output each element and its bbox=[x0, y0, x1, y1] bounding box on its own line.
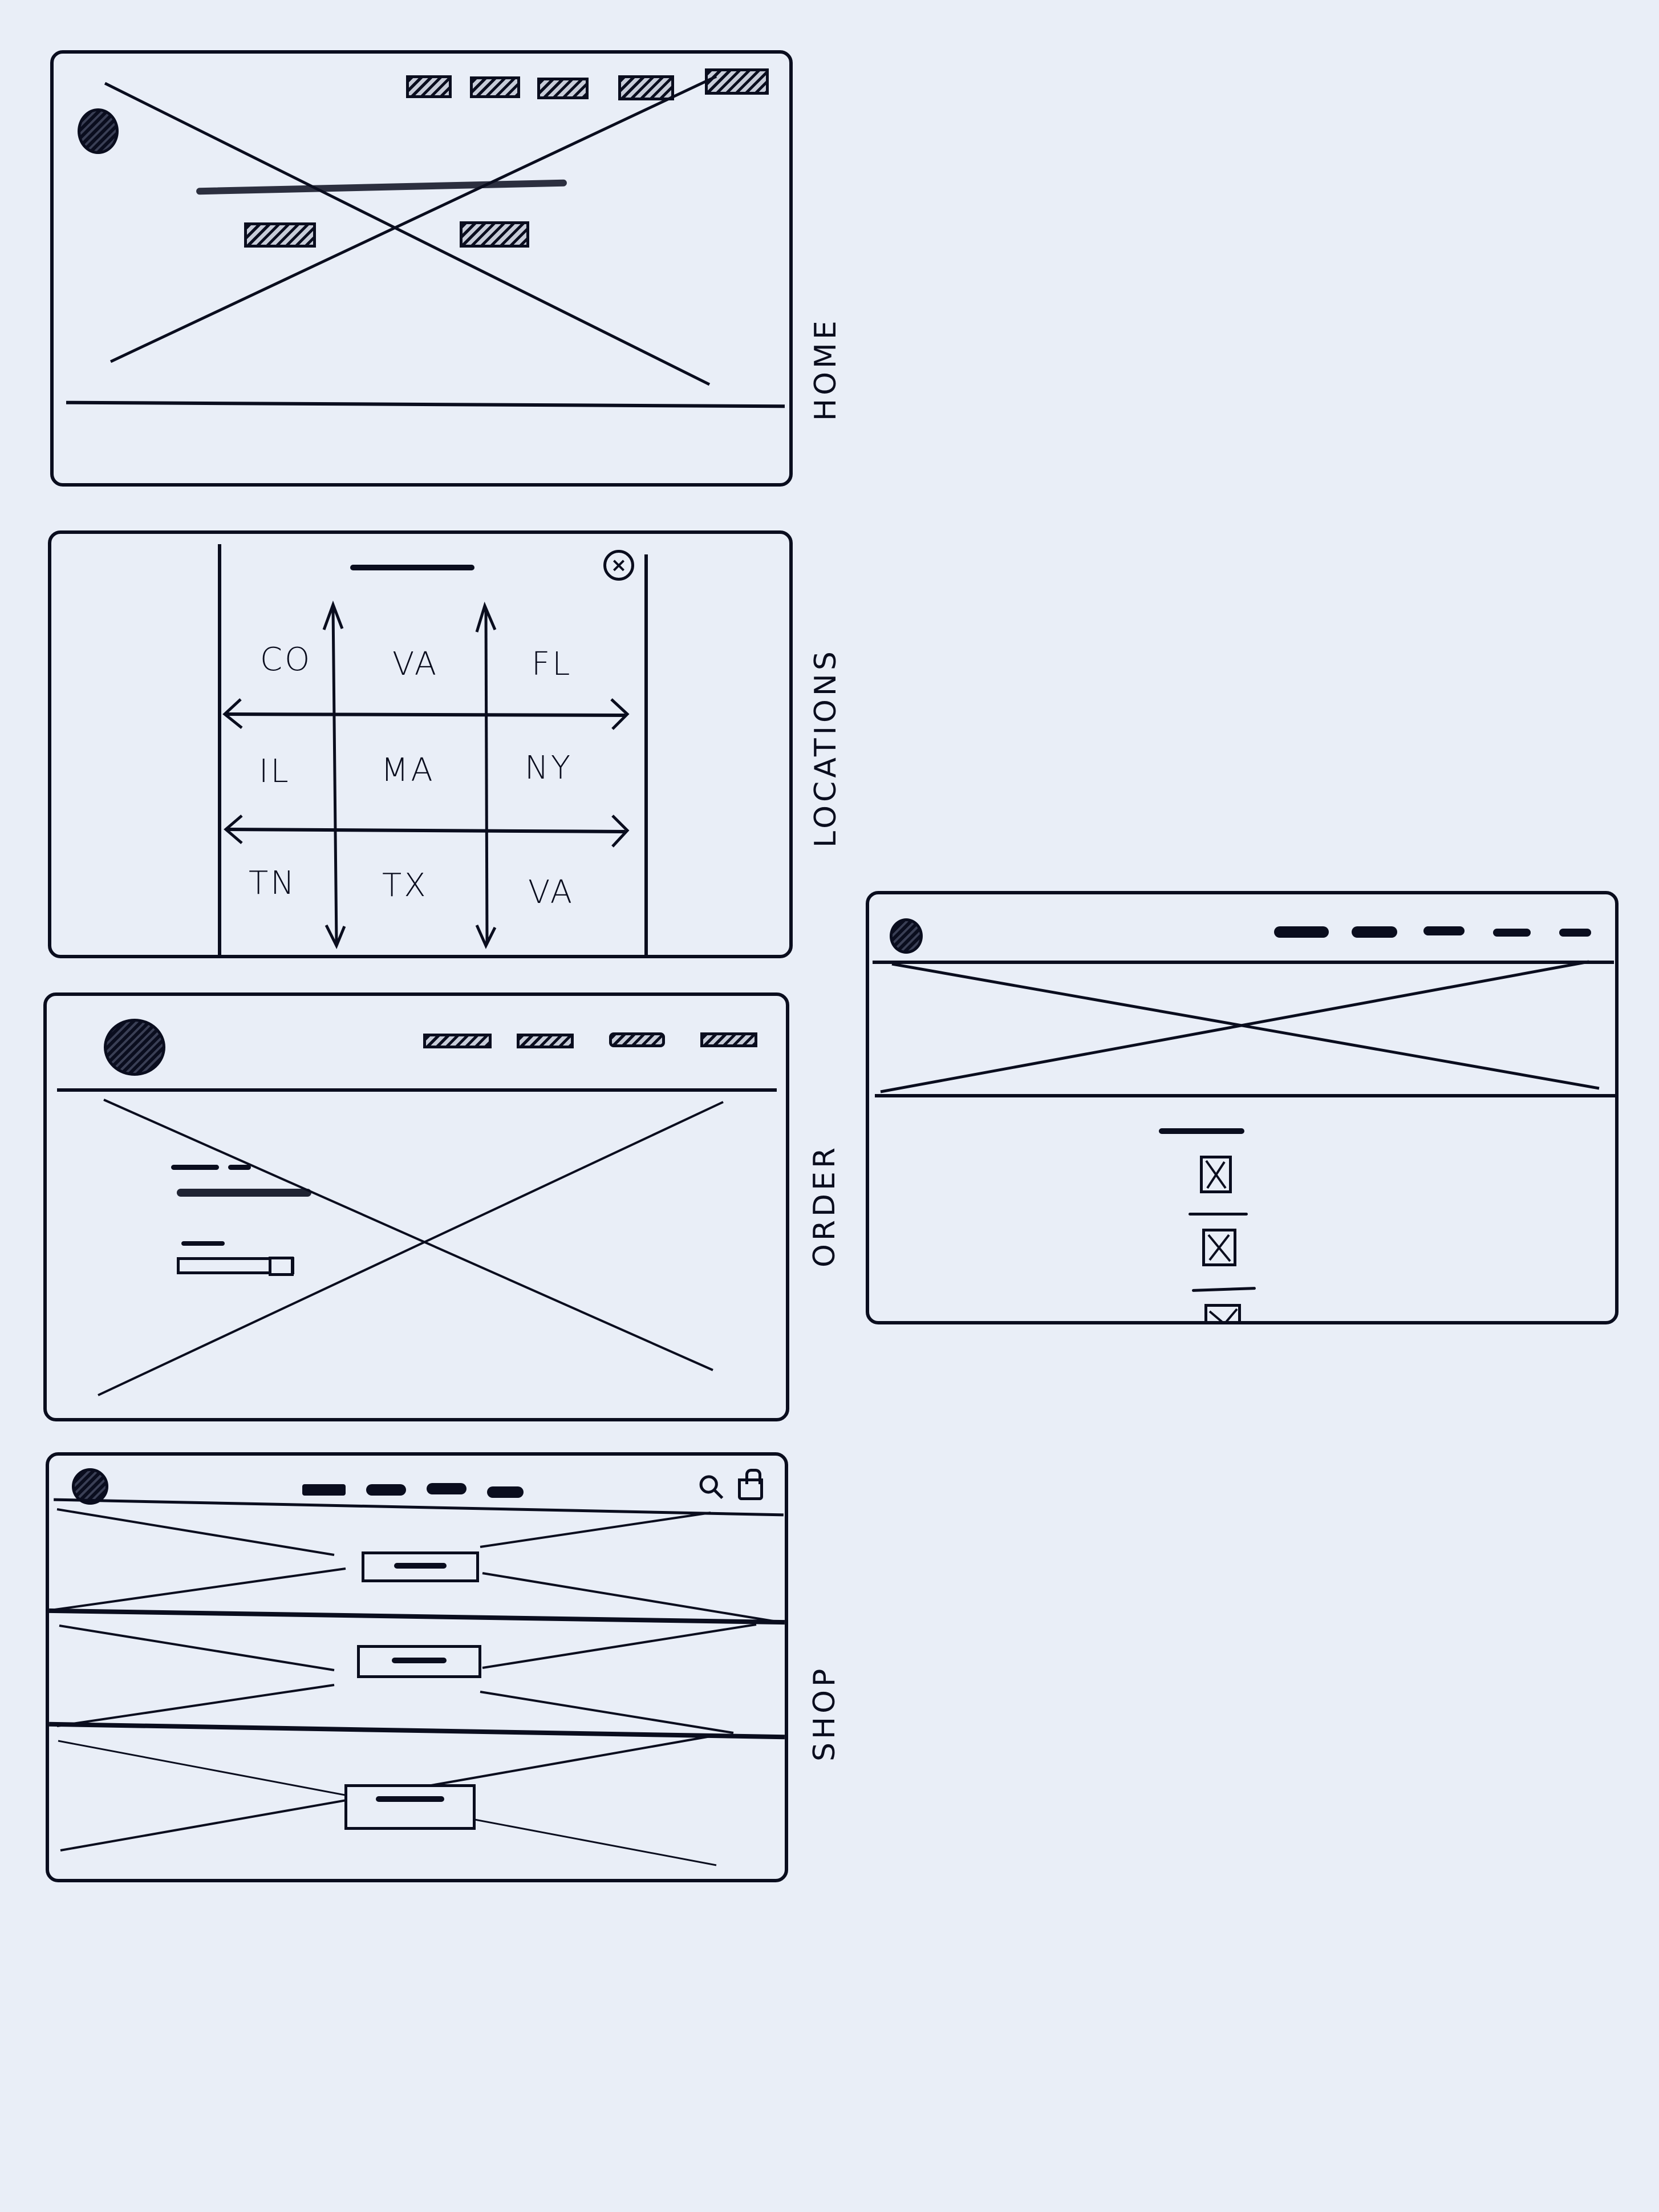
home-nav-item-4[interactable] bbox=[618, 75, 674, 100]
order-wireframe bbox=[43, 992, 789, 1421]
detail-list-item-1-caption bbox=[1189, 1213, 1248, 1216]
detail-list-item-2-thumbnail[interactable] bbox=[1202, 1229, 1236, 1266]
detail-header-divider bbox=[873, 961, 1614, 964]
shop-section-divider-2 bbox=[49, 1721, 785, 1740]
location-state-va-2[interactable]: VA bbox=[528, 874, 575, 911]
order-nav-item-2[interactable] bbox=[517, 1034, 574, 1048]
shop-section-1-cta[interactable] bbox=[362, 1551, 479, 1582]
home-nav-item-2[interactable] bbox=[470, 76, 520, 98]
order-form-subheading bbox=[177, 1189, 311, 1197]
locations-modal-right-edge bbox=[644, 554, 648, 956]
shop-section-divider-1 bbox=[49, 1608, 785, 1625]
locations-modal-title bbox=[350, 565, 474, 570]
detail-nav-item-5[interactable] bbox=[1559, 929, 1591, 937]
detail-list-item-3-thumbnail[interactable] bbox=[1204, 1304, 1241, 1324]
shop-wireframe: ⚲ bbox=[46, 1452, 788, 1882]
detail-list-item-1-thumbnail[interactable] bbox=[1200, 1156, 1232, 1193]
detail-nav-item-1[interactable] bbox=[1274, 926, 1329, 938]
order-form-submit-button[interactable] bbox=[269, 1257, 294, 1276]
detail-nav-item-2[interactable] bbox=[1352, 926, 1397, 938]
shop-page-label: SHOP bbox=[808, 1665, 842, 1761]
detail-wireframe bbox=[866, 891, 1619, 1324]
close-icon: × bbox=[610, 554, 627, 577]
home-hero-button-2[interactable] bbox=[460, 221, 529, 248]
order-form-input[interactable] bbox=[177, 1257, 294, 1276]
location-state-il[interactable]: IL bbox=[259, 753, 291, 790]
shopping-bag-icon[interactable] bbox=[738, 1469, 763, 1500]
order-logo[interactable] bbox=[104, 1019, 165, 1076]
home-hero-image-placeholder bbox=[104, 75, 717, 386]
locations-page-label: LOCATIONS bbox=[809, 648, 843, 848]
locations-close-button[interactable]: × bbox=[603, 550, 634, 581]
detail-list-title bbox=[1159, 1128, 1244, 1134]
home-wireframe bbox=[50, 50, 793, 487]
home-hero-button-1[interactable] bbox=[244, 222, 316, 248]
home-nav-item-5[interactable] bbox=[705, 68, 769, 95]
locations-modal-left-edge bbox=[218, 544, 221, 956]
locations-wireframe: × CO VA FL IL MA NY TN TX VA bbox=[48, 530, 793, 958]
order-header-divider bbox=[57, 1088, 777, 1092]
shop-section-2-cta[interactable] bbox=[357, 1645, 481, 1678]
location-state-tx[interactable]: TX bbox=[382, 867, 428, 904]
detail-nav-item-3[interactable] bbox=[1423, 926, 1465, 935]
order-nav-item-3[interactable] bbox=[609, 1032, 665, 1047]
order-form-field-label bbox=[181, 1241, 225, 1246]
shop-header-divider bbox=[54, 1498, 784, 1517]
location-state-ma[interactable]: MA bbox=[381, 752, 435, 789]
shop-nav-item-1[interactable] bbox=[302, 1484, 346, 1496]
search-icon[interactable]: ⚲ bbox=[689, 1464, 734, 1510]
shop-section-3-cta[interactable] bbox=[344, 1784, 476, 1830]
location-state-tn[interactable]: TN bbox=[249, 865, 297, 902]
home-footer-divider bbox=[66, 400, 785, 408]
detail-list-item-2-caption bbox=[1191, 1287, 1256, 1292]
location-state-fl[interactable]: FL bbox=[532, 646, 573, 683]
order-form-heading-2 bbox=[228, 1165, 251, 1170]
location-state-va-1[interactable]: VA bbox=[392, 646, 439, 683]
shop-nav-item-2[interactable] bbox=[366, 1484, 406, 1496]
home-logo[interactable] bbox=[78, 108, 119, 154]
order-form-heading bbox=[171, 1165, 219, 1170]
home-nav-item-3[interactable] bbox=[537, 78, 589, 99]
location-state-co[interactable]: CO bbox=[260, 641, 313, 678]
detail-hero-divider bbox=[875, 1094, 1619, 1097]
home-nav-item-1[interactable] bbox=[406, 75, 452, 98]
location-state-ny[interactable]: NY bbox=[525, 750, 573, 787]
order-page-label: ORDER bbox=[808, 1144, 842, 1267]
order-nav-item-4[interactable] bbox=[700, 1032, 757, 1047]
detail-nav-item-4[interactable] bbox=[1493, 929, 1531, 937]
shop-nav-item-3[interactable] bbox=[427, 1483, 467, 1494]
shop-nav-item-4[interactable] bbox=[487, 1486, 524, 1498]
home-hero-headline bbox=[196, 179, 567, 195]
order-nav-item-1[interactable] bbox=[423, 1034, 492, 1048]
detail-logo[interactable] bbox=[890, 918, 923, 954]
home-page-label: HOME bbox=[809, 317, 843, 421]
detail-hero-image-placeholder bbox=[880, 960, 1600, 1093]
